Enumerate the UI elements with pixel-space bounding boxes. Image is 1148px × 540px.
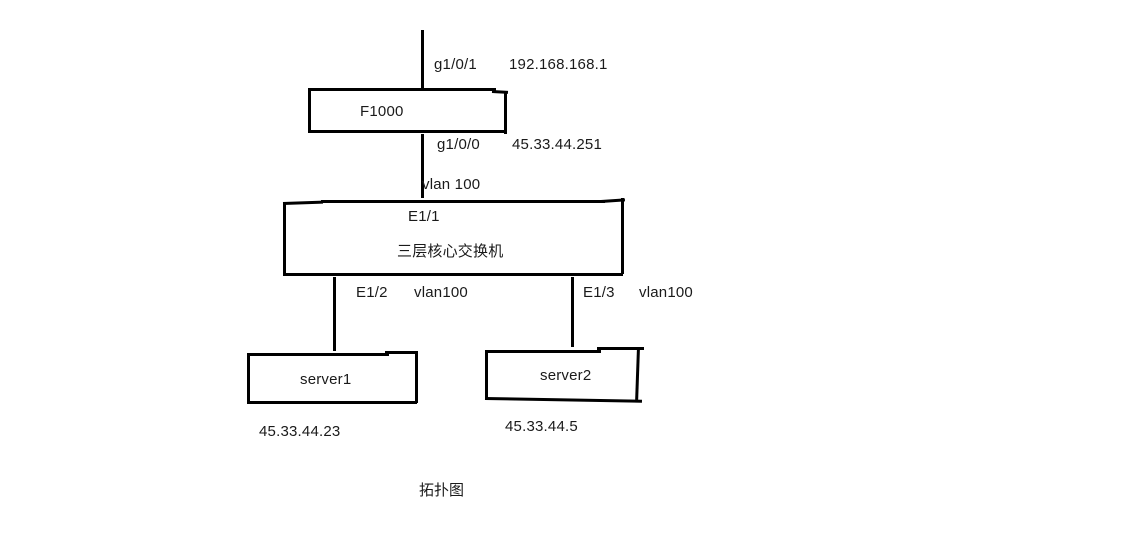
box-edge-top-right xyxy=(385,351,418,354)
box-edge-left xyxy=(308,88,311,133)
annotation-downlink-ip: 45.33.44.251 xyxy=(512,136,602,153)
link-core-switch-to-server2 xyxy=(571,274,574,350)
box-edge-top xyxy=(321,200,605,203)
node-core-switch-label: 三层核心交换机 xyxy=(397,242,504,260)
node-firewall[interactable] xyxy=(308,88,509,134)
node-firewall-label: F1000 xyxy=(360,103,404,120)
box-edge-right xyxy=(621,198,624,274)
annotation-server2-vlan: vlan100 xyxy=(639,284,693,301)
box-edge-top-right xyxy=(597,347,644,350)
annotation-server2-port: E1/3 xyxy=(583,284,615,301)
annotation-core-uplink-vlan: vlan 100 xyxy=(422,176,481,193)
box-edge-top xyxy=(308,88,496,91)
box-edge-right xyxy=(504,91,507,134)
link-core-switch-to-server1 xyxy=(333,274,336,354)
annotation-uplink-ip: 192.168.168.1 xyxy=(509,56,608,73)
box-edge-left xyxy=(485,350,488,400)
annotation-server1-port: E1/2 xyxy=(356,284,388,301)
diagram-caption: 拓扑图 xyxy=(419,481,465,499)
box-edge-left xyxy=(283,203,286,276)
box-edge-left xyxy=(247,353,250,404)
node-server2[interactable] xyxy=(484,346,651,404)
link-firewall-to-core-switch xyxy=(421,130,424,202)
annotation-downlink-port: g1/0/0 xyxy=(437,136,480,153)
node-core-switch[interactable] xyxy=(282,198,626,277)
annotation-server1-vlan: vlan100 xyxy=(414,284,468,301)
box-edge-right xyxy=(635,346,640,401)
box-edge-top xyxy=(485,350,601,353)
box-edge-right xyxy=(415,351,418,403)
box-edge-bottom xyxy=(247,401,417,404)
box-edge-bottom xyxy=(283,273,623,276)
node-server1-label: server1 xyxy=(300,371,352,388)
box-edge-top xyxy=(247,353,389,356)
annotation-uplink-port: g1/0/1 xyxy=(434,56,477,73)
link-internet-to-firewall xyxy=(421,30,424,90)
box-edge-top-left xyxy=(282,200,324,205)
node-core-switch-port-label: E1/1 xyxy=(408,208,440,225)
node-server1[interactable] xyxy=(247,351,419,405)
annotation-server1-ip: 45.33.44.23 xyxy=(259,423,341,440)
box-edge-bottom xyxy=(308,130,505,133)
node-server2-label: server2 xyxy=(540,367,592,384)
box-edge-bottom xyxy=(484,397,643,403)
annotation-server2-ip: 45.33.44.5 xyxy=(505,418,578,435)
